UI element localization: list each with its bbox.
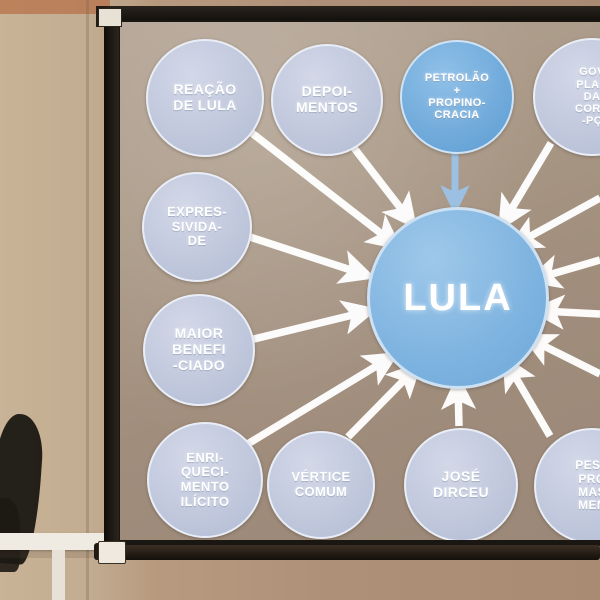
arrow-layer <box>244 127 600 449</box>
arrow-right-edge-lower <box>519 333 600 378</box>
node-petrolao-propinocracia[interactable]: PETROLÃO+PROPINO-CRACIA <box>400 40 514 154</box>
wall-seam <box>86 0 89 600</box>
node-lula-label: LULA <box>403 276 513 319</box>
node-lula-center[interactable]: LULA <box>367 207 549 389</box>
projector-screen-top-rail <box>104 6 600 20</box>
desk <box>0 533 122 550</box>
arrow-right-edge-mid <box>525 254 600 289</box>
arrow-enriquecimento-to-lula <box>244 352 400 449</box>
projector-screen-bottom-rail <box>96 545 600 560</box>
arrow-right-edge-upper <box>506 194 600 250</box>
node-label: EXPRES-SIVIDA-DE <box>167 204 227 249</box>
arrow-jose-dirceu-to-lula <box>440 373 477 427</box>
projector-screen-left-rail <box>104 6 119 546</box>
arrow-pessoa-to-lula <box>502 354 554 438</box>
screen-bottom-pull-tab <box>98 541 126 564</box>
wall-upper-band <box>0 0 110 14</box>
arrow-maior-benef-to-lula <box>249 300 379 344</box>
node-label: PETROLÃO+PROPINO-CRACIA <box>424 72 490 122</box>
screen-corner-bracket <box>98 8 122 27</box>
arrow-depoimentos-to-lula <box>351 145 418 230</box>
node-label: DEPOI-MENTOS <box>295 83 359 115</box>
node-expressividade[interactable]: EXPRES-SIVIDA-DE <box>142 172 252 282</box>
node-label: PESSPROMASMEN <box>575 458 600 513</box>
desk-leg <box>52 550 65 600</box>
arrow-vertice-to-lula <box>345 361 423 440</box>
arrow-governo-to-lula <box>498 141 555 232</box>
node-depoimentos[interactable]: DEPOI-MENTOS <box>271 44 383 156</box>
arrow-reacao-to-lula <box>245 127 403 251</box>
node-governo-planejamento-da-corrupcao[interactable]: GOVPLANDACORR-PÇ <box>533 38 600 156</box>
arrow-expressividade-to-lula <box>245 232 376 284</box>
node-label: GOVPLANDACORR-PÇ <box>575 66 600 128</box>
arrow-right-edge-center <box>528 294 600 330</box>
node-pessoa-proxima-massa-mensalao[interactable]: PESSPROMASMEN <box>534 428 600 540</box>
